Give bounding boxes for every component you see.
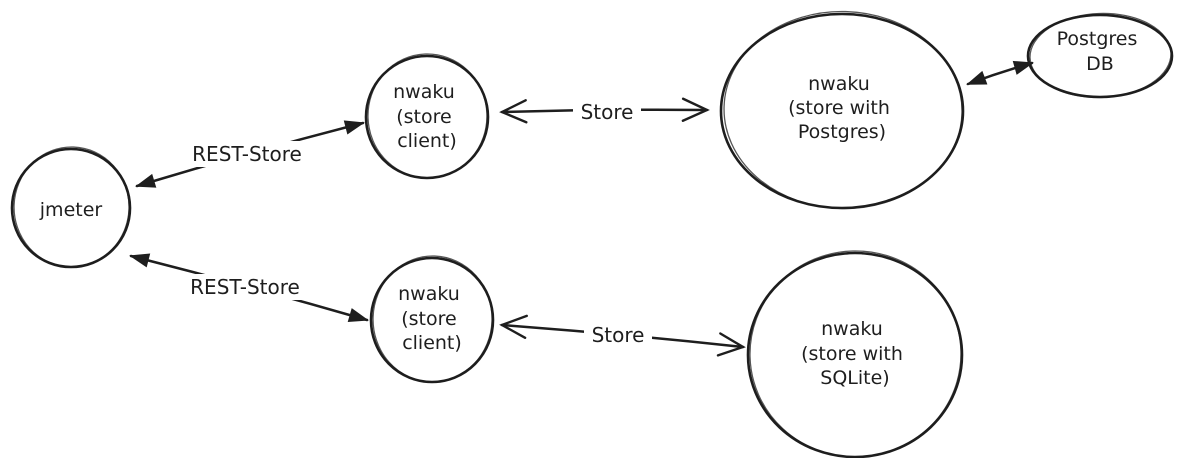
- edge-store-bottom-label-bg: [584, 322, 652, 348]
- edge-store-bottom: Store: [499, 314, 746, 357]
- edge-store-top: Store: [499, 97, 710, 125]
- node-nwaku-store-sqlite-shape-echo: [749, 250, 962, 458]
- node-postgres-db-shape-echo: [1029, 12, 1172, 99]
- edge-postgres-db-link: [966, 60, 1034, 86]
- edge-rest-store-top: REST-Store: [135, 120, 365, 188]
- node-postgres-db: Postgres DB: [1026, 12, 1174, 99]
- node-nwaku-store-client-top-shape-echo: [367, 53, 488, 179]
- edge-store-top-label-bg: [573, 99, 641, 125]
- node-nwaku-store-client-bottom: nwaku (store client): [369, 255, 495, 384]
- node-nwaku-store-sqlite-label: nwaku (store with SQLite): [801, 318, 909, 389]
- edge-rest-store-top-label-bg: [182, 141, 313, 167]
- node-nwaku-store-sqlite: nwaku (store with SQLite): [746, 250, 964, 458]
- node-nwaku-store-client-bottom-shape-echo: [372, 255, 493, 383]
- edge-rest-store-bottom-label: REST-Store: [190, 275, 300, 299]
- node-nwaku-store-client-top-label: nwaku (store client): [393, 81, 461, 152]
- node-nwaku-store-client-top: nwaku (store client): [364, 53, 490, 180]
- edge-rest-store-bottom: REST-Store: [129, 253, 369, 322]
- node-postgres-db-label: Postgres DB: [1057, 28, 1144, 75]
- node-nwaku-store-postgres-shape-echo: [723, 10, 963, 210]
- edge-postgres-db-link-line: [966, 60, 1034, 86]
- node-nwaku-store-postgres: nwaku (store with Postgres): [719, 10, 965, 210]
- node-nwaku-store-client-bottom-label: nwaku (store client): [398, 283, 466, 354]
- node-jmeter: jmeter: [10, 146, 132, 269]
- node-nwaku-store-postgres-label: nwaku (store with Postgres): [788, 73, 896, 143]
- edge-store-bottom-label: Store: [592, 323, 645, 347]
- edge-rest-store-top-label: REST-Store: [192, 142, 302, 166]
- edge-store-top-label: Store: [581, 100, 634, 124]
- edge-rest-store-bottom-label-bg: [180, 274, 311, 300]
- node-jmeter-label: jmeter: [39, 199, 103, 221]
- node-jmeter-shape-echo: [13, 146, 130, 268]
